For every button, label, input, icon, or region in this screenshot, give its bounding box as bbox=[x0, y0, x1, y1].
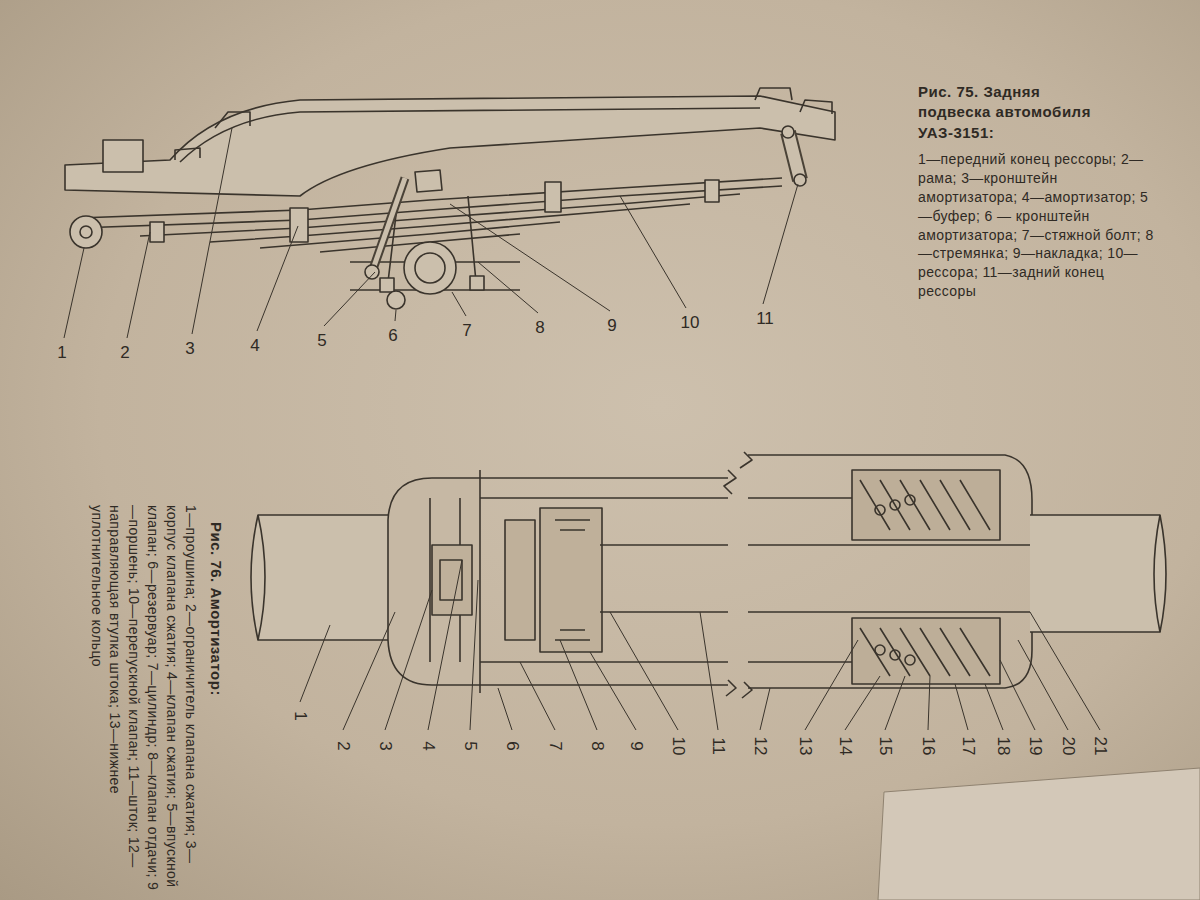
callout-number: 5 bbox=[462, 741, 479, 750]
callout-number: 7 bbox=[462, 322, 471, 339]
callout-number: 13 bbox=[797, 737, 814, 756]
callout-number: 2 bbox=[120, 344, 129, 361]
callout-number: 1 bbox=[57, 344, 66, 361]
callout-number: 8 bbox=[589, 741, 606, 750]
callout-number: 16 bbox=[920, 737, 937, 756]
callout-number: 18 bbox=[995, 737, 1012, 756]
callout-number: 3 bbox=[185, 340, 194, 357]
figure-caption: Рис. 75. Задняя подвеска автомобиля УАЗ-… bbox=[918, 82, 1096, 143]
suspension-drawing bbox=[65, 88, 835, 309]
callout-number: 7 bbox=[547, 741, 564, 750]
leader-lines bbox=[300, 560, 1100, 730]
callout-number: 4 bbox=[250, 337, 259, 354]
callout-number: 5 bbox=[317, 332, 326, 349]
callout-number: 10 bbox=[681, 314, 700, 331]
callout-number: 6 bbox=[388, 327, 397, 344]
leader-lines bbox=[64, 128, 798, 338]
callout-number: 20 bbox=[1060, 737, 1077, 756]
callout-number: 3 bbox=[377, 741, 394, 750]
callout-number: 19 bbox=[1027, 737, 1044, 756]
callout-number: 4 bbox=[420, 741, 437, 750]
figure-legend: 1—проушина; 2—ограничитель клапана сжати… bbox=[87, 505, 200, 895]
shock-absorber-drawing bbox=[251, 452, 1166, 698]
callout-number: 17 bbox=[960, 737, 977, 756]
callout-number: 6 bbox=[504, 741, 521, 750]
callout-number: 11 bbox=[710, 737, 727, 755]
callout-number: 8 bbox=[535, 319, 544, 336]
figure-legend: 1—передний конец рессоры; 2—рама; 3—крон… bbox=[918, 150, 1156, 301]
callout-number: 15 bbox=[877, 737, 894, 756]
figure-caption: Рис. 76. Амортизатор: bbox=[206, 522, 226, 852]
callout-number: 12 bbox=[752, 737, 769, 756]
callout-number: 14 bbox=[837, 737, 854, 756]
callout-number: 11 bbox=[756, 310, 774, 327]
callout-number: 9 bbox=[628, 741, 645, 750]
callout-number: 1 bbox=[292, 711, 309, 720]
callout-number: 9 bbox=[607, 317, 616, 334]
next-page bbox=[878, 768, 1200, 900]
callout-number: 2 bbox=[335, 741, 352, 750]
callout-number: 10 bbox=[670, 737, 687, 756]
callout-number: 21 bbox=[1092, 737, 1109, 756]
